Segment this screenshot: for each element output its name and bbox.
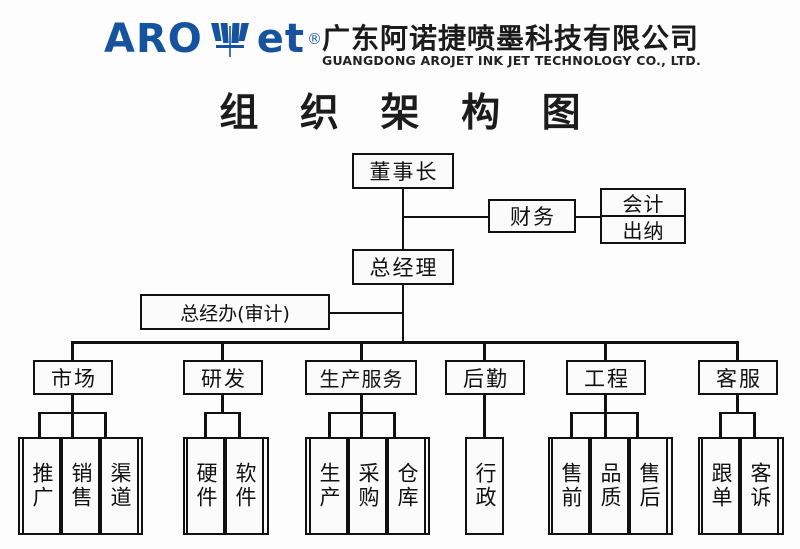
- connector-chairman-finance: [401, 215, 489, 219]
- node-leaf-channel: 渠道: [100, 437, 139, 535]
- node-department-engineering: 工程: [566, 360, 646, 395]
- node-leaf-presales: 售前: [551, 437, 590, 535]
- node-leaf-software: 软件: [225, 437, 264, 535]
- leaf-label: 软件: [233, 462, 257, 510]
- leaf-label: 推广: [30, 462, 54, 510]
- connector-dept-rd-drop: [221, 341, 224, 361]
- node-gm-office: 总经办(审计): [140, 294, 330, 330]
- node-leaf-quality: 品质: [590, 437, 629, 535]
- connector-logistics-stem: [483, 395, 486, 437]
- leaf-label: 跟单: [709, 462, 733, 510]
- node-department-rd: 研发: [183, 360, 263, 395]
- connector-production-child-3: [393, 411, 396, 438]
- node-cashier: 出纳: [600, 216, 686, 244]
- connector-dept-market-drop: [71, 341, 74, 361]
- node-leaf-sales: 销售: [61, 437, 100, 535]
- connector-customerservice-stem: [736, 395, 739, 413]
- leaf-label: 售前: [559, 462, 583, 510]
- connector-dept-engineering-drop: [604, 341, 607, 361]
- connector-customerservice-child-2: [753, 411, 756, 438]
- connector-rd-stem: [221, 395, 224, 413]
- leaf-label: 行政: [473, 462, 497, 510]
- company-logo: ARO et ®: [104, 16, 322, 62]
- connector-department-bus: [71, 341, 739, 344]
- leaf-label: 售后: [637, 462, 661, 510]
- leaf-label: 品质: [598, 462, 622, 510]
- company-name-cn: 广东阿诺捷喷墨科技有限公司: [322, 22, 700, 55]
- connector-engineering-stem: [604, 395, 607, 413]
- connector-rd-child-2: [238, 411, 241, 438]
- connector-production-child-1: [328, 411, 331, 438]
- node-leaf-aftersales: 售后: [629, 437, 668, 535]
- node-department-production-service: 生产服务: [305, 360, 417, 395]
- connector-market-child-1: [38, 411, 41, 438]
- logo-text-et: et: [256, 16, 306, 62]
- node-finance: 财务: [488, 199, 576, 233]
- node-department-customer-service: 客服: [698, 360, 778, 395]
- page-header: ARO et ® 广东阿诺捷喷墨科技有限公司 GUANGDONG AROJET: [0, 0, 800, 78]
- leaf-label: 仓库: [395, 462, 419, 510]
- company-name-en: GUANGDONG AROJET INK JET TECHNOLOGY CO.,…: [322, 53, 701, 68]
- connector-dept-production-drop: [360, 341, 363, 361]
- connector-engineering-child-2: [604, 411, 607, 438]
- connector-finance-children: [576, 215, 600, 219]
- connector-gm-stem: [401, 285, 405, 341]
- node-leaf-customer-complaints: 客诉: [740, 437, 779, 535]
- connector-engineering-child-3: [636, 411, 639, 438]
- wheat-leaf-icon: [209, 19, 251, 59]
- node-department-logistics: 后勤: [445, 360, 525, 395]
- node-department-market: 市场: [33, 360, 113, 395]
- leaf-label: 硬件: [194, 462, 218, 510]
- leaf-label: 销售: [69, 462, 93, 510]
- connector-market-stem: [71, 395, 74, 413]
- registered-trademark-icon: ®: [307, 30, 323, 48]
- page-title: 组 织 架 构 图: [219, 91, 595, 136]
- node-leaf-promotion: 推广: [22, 437, 61, 535]
- connector-dept-logistics-drop: [483, 341, 486, 361]
- node-general-manager: 总经理: [352, 249, 454, 285]
- leaf-label: 客诉: [748, 462, 772, 510]
- connector-rd-bar: [204, 411, 241, 415]
- connector-customerservice-bar: [719, 411, 756, 415]
- node-accounting: 会计: [600, 188, 686, 216]
- connector-production-stem: [360, 395, 363, 413]
- node-leaf-order-follow-up: 跟单: [701, 437, 740, 535]
- node-leaf-warehouse: 仓库: [387, 437, 426, 535]
- leaf-label: 生产: [317, 462, 341, 510]
- leaf-label: 采购: [356, 462, 380, 510]
- connector-rd-child-1: [204, 411, 207, 438]
- node-leaf-hardware: 硬件: [186, 437, 225, 535]
- logo-text-aro: ARO: [104, 16, 203, 62]
- connector-gm-office: [330, 311, 402, 315]
- connector-engineering-bar: [570, 411, 637, 415]
- connector-chairman-stem: [401, 189, 405, 257]
- connector-dept-customerservice-drop: [736, 341, 739, 361]
- node-leaf-production: 生产: [309, 437, 348, 535]
- node-chairman: 董事长: [352, 153, 454, 189]
- connector-market-child-2: [71, 411, 74, 438]
- leaf-label: 渠道: [108, 462, 132, 510]
- connector-market-child-3: [104, 411, 107, 438]
- node-leaf-purchasing: 采购: [348, 437, 387, 535]
- connector-production-child-2: [360, 411, 363, 438]
- node-leaf-administration: 行政: [465, 437, 504, 535]
- connector-engineering-child-1: [570, 411, 573, 438]
- connector-customerservice-child-1: [719, 411, 722, 438]
